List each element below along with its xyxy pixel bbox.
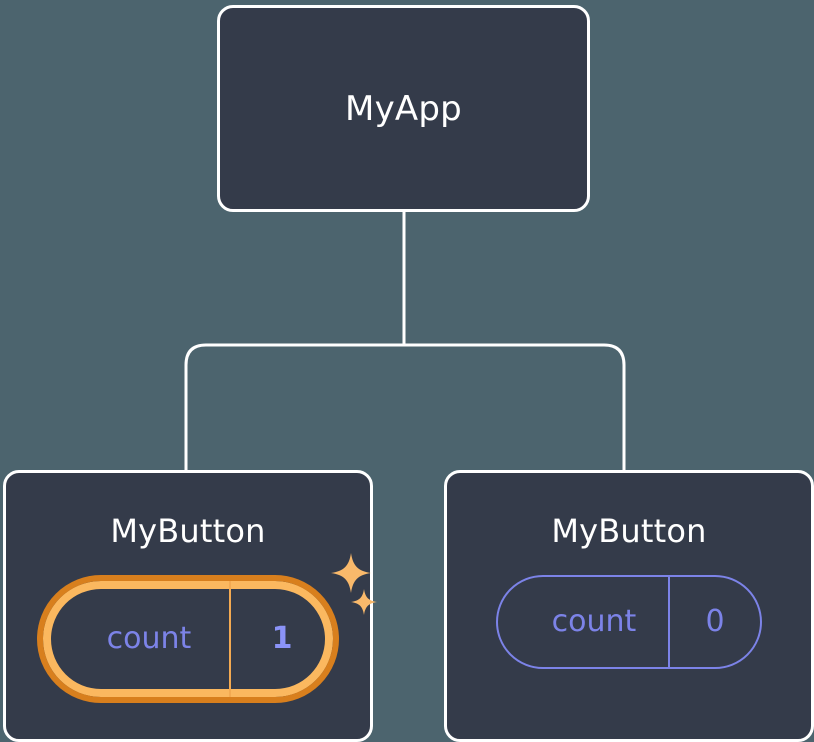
- state-key-right: count: [551, 604, 637, 639]
- connector-branch-bar: [184, 343, 626, 470]
- node-mybutton-left[interactable]: MyButton count 1: [3, 470, 377, 742]
- sparkle-group: [325, 553, 385, 637]
- sparkle-icon: [351, 589, 377, 615]
- state-key-left: count: [106, 621, 192, 656]
- state-pill-right[interactable]: count 0: [496, 575, 762, 669]
- state-pill-right-wrapper: count 0: [496, 575, 762, 669]
- state-value-left: 1: [229, 581, 333, 697]
- node-myapp[interactable]: MyApp: [217, 5, 590, 212]
- sparkle-icon: [331, 553, 371, 593]
- node-mybutton-left-label: MyButton: [110, 512, 266, 550]
- node-myapp-label: MyApp: [345, 88, 462, 129]
- node-mybutton-right[interactable]: MyButton count 0: [444, 470, 814, 742]
- state-pill-left[interactable]: count 1: [37, 575, 339, 703]
- state-value-right: 0: [668, 577, 760, 667]
- node-mybutton-right-label: MyButton: [551, 512, 707, 550]
- state-pill-left-wrapper: count 1: [37, 553, 377, 703]
